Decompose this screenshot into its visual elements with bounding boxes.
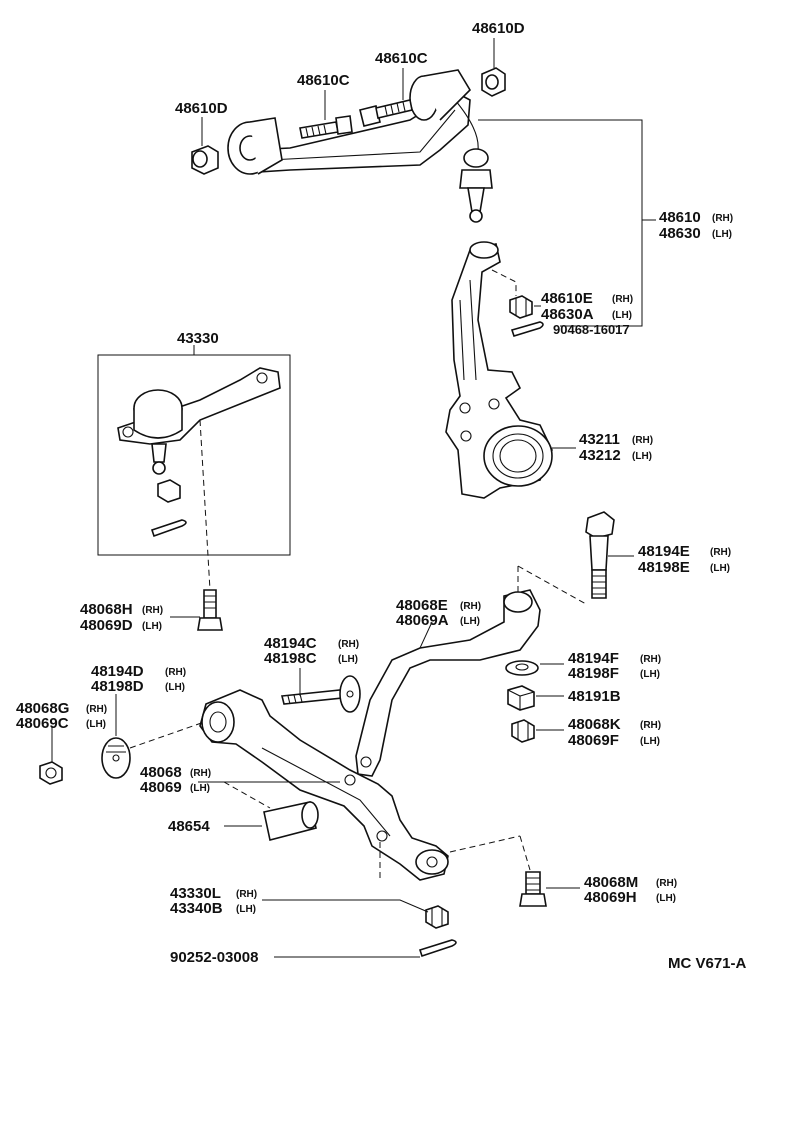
label-strut-bar-rh-side: (RH) [460, 601, 481, 612]
label-bolt-m-lh-side: (LH) [656, 893, 676, 904]
label-upper-left-nut: 48610D [175, 100, 228, 117]
nut-48191b [507, 685, 535, 711]
label-ball-joint: 43330 [177, 330, 219, 347]
label-upper-arm-rh: 48610 [659, 209, 701, 226]
lower-ball-joint [117, 367, 281, 475]
cam-plate [101, 737, 131, 779]
diagram-code: MC V671-A [668, 955, 747, 972]
upper-ball-joint [459, 148, 493, 223]
label-lower-a-bolt-lh: 48069D [80, 617, 133, 634]
label-knuckle-rh-side: (RH) [632, 435, 653, 446]
label-upper-cotter-pin: 90468-16017 [553, 322, 630, 337]
upper-control-arm [227, 69, 479, 175]
upper-right-nut [481, 67, 506, 97]
upper-left-nut [191, 145, 219, 175]
label-lower-a-bolt-rh-side: (RH) [142, 605, 163, 616]
label-nut-g-lh-side: (LH) [86, 719, 106, 730]
lower-castle-nut [425, 905, 449, 929]
upper-bolt-left [299, 115, 353, 139]
label-nut-g-lh: 48069C [16, 715, 69, 732]
label-strut-bolt-rh: 48194E [638, 543, 690, 560]
label-lower-nut-rh: 43330L [170, 885, 221, 902]
label-bushing: 48654 [168, 818, 210, 835]
label-nut-48191b: 48191B [568, 688, 621, 705]
label-washer-lh-side: (LH) [640, 669, 660, 680]
label-strut-bar-lh: 48069A [396, 612, 449, 629]
label-bolt-m-rh: 48068M [584, 874, 638, 891]
label-cam-plate-lh-side: (LH) [165, 682, 185, 693]
label-upper-bolt-left: 48610C [297, 72, 350, 89]
label-castle-nut-k-lh-side: (LH) [640, 736, 660, 747]
label-lower-a-bolt-lh-side: (LH) [142, 621, 162, 632]
label-cam-plate-lh: 48198D [91, 678, 144, 695]
castle-nut-k [511, 719, 535, 743]
label-lower-arm-rh-side: (RH) [190, 768, 211, 779]
label-lower-nut-lh: 43340B [170, 900, 223, 917]
lower-cotter-pin [418, 939, 457, 958]
label-lower-arm-lh-side: (LH) [190, 783, 210, 794]
label-strut-bolt-rh-side: (RH) [710, 547, 731, 558]
label-upper-arm-lh-side: (LH) [712, 229, 732, 240]
strut-bolt [585, 511, 615, 599]
label-knuckle-lh: 43212 [579, 447, 621, 464]
label-strut-bar-lh-side: (LH) [460, 616, 480, 627]
label-castle-nut-k-rh: 48068K [568, 716, 621, 733]
label-cam-bolt-rh-side: (RH) [338, 639, 359, 650]
label-cam-bolt-lh-side: (LH) [338, 654, 358, 665]
label-castle-nut-k-lh: 48069F [568, 732, 619, 749]
label-lower-cotter-pin: 90252-03008 [170, 949, 258, 966]
steering-knuckle [445, 241, 553, 499]
label-lower-a-bolt-rh: 48068H [80, 601, 133, 618]
label-nut-g-rh: 48068G [16, 700, 69, 717]
label-upper-arm-lh: 48630 [659, 225, 701, 242]
bolt-m [519, 871, 547, 907]
label-strut-bolt-lh-side: (LH) [710, 563, 730, 574]
lower-a-bolt [197, 589, 223, 631]
label-washer-lh: 48198F [568, 665, 619, 682]
upper-cotter-pin [510, 321, 544, 337]
label-cam-plate-rh-side: (RH) [165, 667, 186, 678]
label-washer-rh: 48194F [568, 650, 619, 667]
ball-joint-cotter [150, 519, 187, 538]
label-castle-nut-k-rh-side: (RH) [640, 720, 661, 731]
label-lower-nut-lh-side: (LH) [236, 904, 256, 915]
label-upper-arm-rh-side: (RH) [712, 213, 733, 224]
label-bolt-m-rh-side: (RH) [656, 878, 677, 889]
upper-castle-nut [509, 295, 533, 319]
label-bolt-m-lh: 48069H [584, 889, 637, 906]
label-cam-plate-rh: 48194D [91, 663, 144, 680]
label-washer-rh-side: (RH) [640, 654, 661, 665]
label-castle-nut-rh-side: (RH) [612, 294, 633, 305]
label-castle-nut-lh: 48630A [541, 306, 594, 323]
label-lower-arm-lh: 48069 [140, 779, 182, 796]
label-castle-nut-rh: 48610E [541, 290, 593, 307]
label-upper-right-nut: 48610D [472, 20, 525, 37]
label-knuckle-rh: 43211 [579, 431, 620, 448]
label-strut-bar-rh: 48068E [396, 597, 448, 614]
label-nut-g-rh-side: (RH) [86, 704, 107, 715]
ball-joint-nut [157, 479, 181, 503]
label-strut-bolt-lh: 48198E [638, 559, 690, 576]
cam-bolt [281, 675, 361, 713]
nut-g [39, 761, 63, 785]
upper-bolt-right [359, 99, 413, 127]
label-cam-bolt-rh: 48194C [264, 635, 317, 652]
label-castle-nut-lh-side: (LH) [612, 310, 632, 321]
label-cam-bolt-lh: 48198C [264, 650, 317, 667]
label-lower-nut-rh-side: (RH) [236, 889, 257, 900]
label-knuckle-lh-side: (LH) [632, 451, 652, 462]
label-lower-arm-rh: 48068 [140, 764, 182, 781]
label-upper-bolt-right: 48610C [375, 50, 428, 67]
lower-control-arm [199, 689, 449, 881]
bushing [263, 801, 319, 841]
washer [505, 660, 539, 676]
